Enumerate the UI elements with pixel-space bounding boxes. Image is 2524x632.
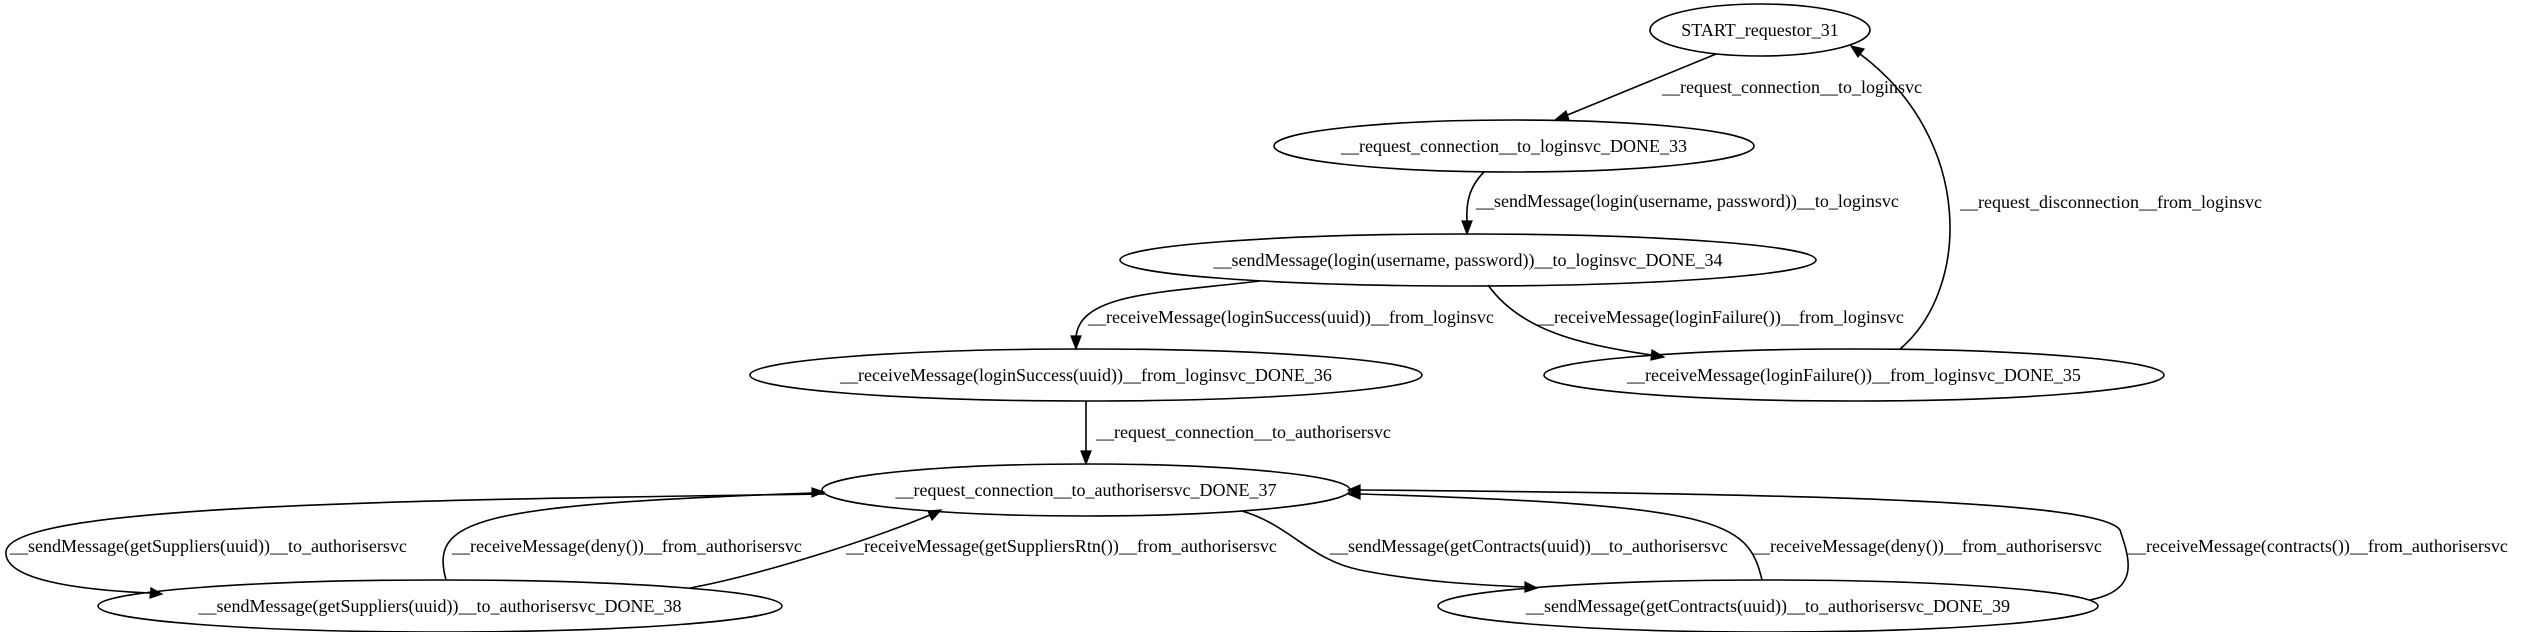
edge-label: __receiveMessage(deny())__from_authorise… (451, 536, 802, 557)
edge-label: __request_connection__to_authorisersvc (1095, 422, 1391, 442)
node-getsuppliers-done-38: __sendMessage(getSuppliers(uuid))__to_au… (97, 579, 783, 632)
edge-label: __receiveMessage(contracts())__from_auth… (2127, 536, 2508, 557)
edge-37-to-39: __sendMessage(getContracts(uuid))__to_au… (1241, 510, 1728, 593)
node-start-requestor-31: START_requestor_31 (1649, 3, 1871, 57)
edge-start-to-33: __request_connection__to_loginsvc (1553, 53, 1922, 121)
edge-label: __request_disconnection__from_loginsvc (1959, 192, 2262, 212)
node-label: START_requestor_31 (1681, 20, 1838, 40)
node-label: __receiveMessage(loginSuccess(uuid))__fr… (839, 365, 1332, 386)
node-label: __sendMessage(login(username, password))… (1213, 250, 1723, 271)
edge-label: __receiveMessage(loginSuccess(uuid))__fr… (1087, 307, 1494, 328)
node-loginsuccess-done-36: __receiveMessage(loginSuccess(uuid))__fr… (749, 348, 1423, 402)
node-label: __sendMessage(getContracts(uuid))__to_au… (1525, 596, 2010, 617)
edge-label: __receiveMessage(getSuppliersRtn())__fro… (845, 536, 1277, 557)
node-loginfailure-done-35: __receiveMessage(loginFailure())__from_l… (1543, 348, 2165, 402)
edge-label: __receiveMessage(deny())__from_authorise… (1751, 536, 2102, 557)
edge-label: __sendMessage(login(username, password))… (1475, 191, 1899, 212)
edge-35-to-start: __request_disconnection__from_loginsvc (1849, 45, 2262, 350)
edge-39-to-37-contracts: __receiveMessage(contracts())__from_auth… (1346, 484, 2508, 601)
node-label: __receiveMessage(loginFailure())__from_l… (1626, 365, 2081, 386)
edge-label: __request_connection__to_loginsvc (1661, 77, 1922, 97)
edge-34-to-35: __receiveMessage(loginFailure())__from_l… (1487, 284, 1904, 361)
edge-37-to-38: __sendMessage(getSuppliers(uuid))__to_au… (5, 493, 825, 599)
edge-38-to-37-rtn: __receiveMessage(getSuppliersRtn())__fro… (689, 509, 1277, 589)
node-login-done-34: __sendMessage(login(username, password))… (1119, 233, 1817, 287)
edge-36-to-37: __request_connection__to_authorisersvc (1080, 401, 1391, 466)
edge-34-to-36: __receiveMessage(loginSuccess(uuid))__fr… (1070, 280, 1494, 351)
node-label: __sendMessage(getSuppliers(uuid))__to_au… (198, 596, 682, 617)
edge-label: __sendMessage(getContracts(uuid))__to_au… (1329, 536, 1728, 557)
edge-label: __receiveMessage(loginFailure())__from_l… (1535, 307, 1904, 328)
node-authorisersvc-done-37: __request_connection__to_authorisersvc_D… (821, 463, 1351, 517)
node-getcontracts-done-39: __sendMessage(getContracts(uuid))__to_au… (1437, 579, 2099, 632)
node-label: __request_connection__to_loginsvc_DONE_3… (1340, 136, 1687, 156)
edge-38-to-37-deny: __receiveMessage(deny())__from_authorise… (442, 487, 826, 581)
edge-33-to-34: __sendMessage(login(username, password))… (1461, 171, 1899, 236)
node-loginsvc-done-33: __request_connection__to_loginsvc_DONE_3… (1273, 119, 1755, 173)
edge-39-to-37-deny: __receiveMessage(deny())__from_authorise… (1346, 488, 2102, 581)
node-label: __request_connection__to_authorisersvc_D… (895, 480, 1277, 500)
edge-label: __sendMessage(getSuppliers(uuid))__to_au… (9, 536, 407, 557)
